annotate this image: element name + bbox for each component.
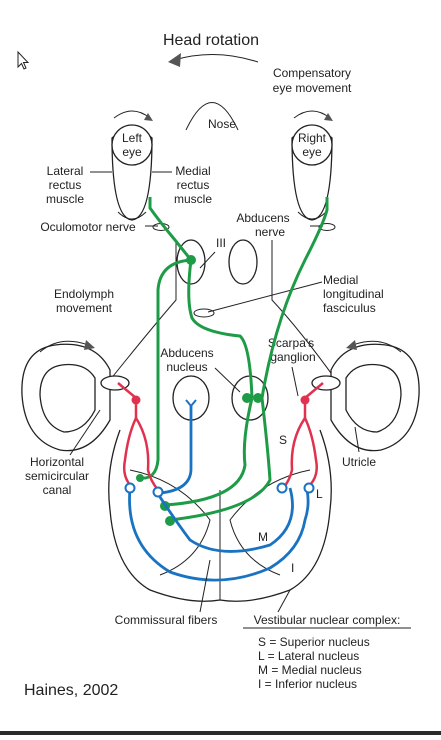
right-labyrinth-arrowhead-icon bbox=[346, 340, 357, 350]
vestibular-neuron-3 bbox=[136, 474, 144, 482]
right-scarpa-ganglion-cell bbox=[300, 395, 310, 405]
mlf-label-3: fasciculus bbox=[323, 301, 376, 315]
commissural-label: Commissural fibers bbox=[115, 613, 218, 627]
medial-vestibular-cell-left-b bbox=[152, 486, 164, 498]
legend-s: S = Superior nucleus bbox=[258, 635, 370, 649]
nose-outline bbox=[185, 102, 239, 131]
vestibular-afferents bbox=[117, 382, 324, 491]
left-eye-label-1: Left bbox=[122, 131, 143, 145]
nose-label: Nose bbox=[208, 117, 236, 131]
lateral-rectus-label-2: rectus bbox=[49, 178, 82, 192]
head-rotation-arrowhead-icon bbox=[168, 53, 181, 67]
mouse-cursor-icon bbox=[17, 50, 30, 70]
endolymph-arrowhead-icon bbox=[84, 340, 95, 350]
medial-rectus-label-1: Medial bbox=[175, 164, 210, 178]
oculomotor-motoneuron bbox=[186, 255, 196, 265]
medial-vestibular-cell-right-b bbox=[303, 482, 315, 494]
oculomotor-pathway bbox=[139, 197, 329, 522]
compensatory-label-2: eye movement bbox=[273, 81, 352, 95]
utricle-label: Utricle bbox=[342, 455, 376, 469]
medial-rectus-label-3: muscle bbox=[174, 192, 212, 206]
medial-vestibular-cell-right-a bbox=[276, 482, 288, 494]
left-eye-rotation-arrowhead-icon bbox=[144, 113, 153, 121]
abducens-nerve-label-1: Abducens bbox=[236, 211, 289, 225]
abducens-interneuron bbox=[242, 393, 252, 403]
abducens-nucleus-label-2: nucleus bbox=[166, 360, 207, 374]
head-rotation-arrow bbox=[168, 53, 259, 67]
left-labyrinth bbox=[21, 340, 130, 452]
right-labyrinth bbox=[311, 340, 420, 452]
left-eye bbox=[111, 110, 153, 221]
compensatory-label-1: Compensatory bbox=[273, 66, 351, 80]
scarpa-label-2: ganglion bbox=[270, 350, 315, 364]
legend-m: M = Medial nucleus bbox=[258, 663, 362, 677]
horizontal-canal-label-1: Horizontal bbox=[30, 455, 84, 469]
right-eye-label-2: eye bbox=[302, 145, 322, 159]
abducens-terminal-icon bbox=[185, 399, 197, 408]
left-eye-label-2: eye bbox=[122, 145, 142, 159]
nucleus-s-label: S bbox=[279, 433, 287, 447]
mlf-label-1: Medial bbox=[323, 273, 358, 287]
abducens-nucleus-label-1: Abducens bbox=[160, 346, 213, 360]
cn3-label: III bbox=[216, 236, 226, 250]
head-rotation-label: Head rotation bbox=[163, 32, 259, 49]
bottom-bar bbox=[0, 704, 441, 735]
scarpa-label-1: Scarpa's bbox=[268, 336, 314, 350]
medial-vestibular-cell-left-a bbox=[124, 482, 136, 494]
nucleus-l-label: L bbox=[316, 487, 323, 501]
abducens-motoneuron bbox=[253, 393, 263, 403]
lateral-rectus-label-3: muscle bbox=[46, 192, 84, 206]
nucleus-m-label: M bbox=[258, 530, 268, 544]
vnc-title: Vestibular nuclear complex: bbox=[254, 613, 401, 627]
horizontal-canal-label-2: semicircular bbox=[25, 469, 89, 483]
endolymph-label-2: movement bbox=[56, 301, 113, 315]
horizontal-canal-label-3: canal bbox=[43, 483, 72, 497]
right-eye bbox=[291, 110, 333, 221]
oculomotor-nucleus-right bbox=[228, 239, 258, 285]
right-eye-rotation-arrowhead-icon bbox=[324, 113, 333, 121]
endolymph-label-1: Endolymph bbox=[54, 287, 114, 301]
vestibular-neuron-2 bbox=[165, 516, 175, 526]
right-eye-label-1: Right bbox=[298, 131, 327, 145]
credit-label: Haines, 2002 bbox=[24, 682, 118, 699]
left-scarpa-ganglion-cell bbox=[131, 395, 141, 405]
bottom-divider bbox=[0, 731, 441, 735]
mlf-label-2: longitudinal bbox=[323, 287, 384, 301]
commissural-pathway bbox=[128, 406, 310, 582]
medial-rectus-label-2: rectus bbox=[177, 178, 210, 192]
legend-i: I = Inferior nucleus bbox=[258, 677, 357, 691]
nucleus-i-label: I bbox=[291, 561, 294, 575]
lateral-rectus-label-1: Lateral bbox=[47, 164, 84, 178]
brainstem-outline bbox=[108, 429, 332, 602]
legend-l: L = Lateral nucleus bbox=[258, 649, 359, 663]
oculomotor-nerve-label: Oculomotor nerve bbox=[40, 220, 136, 234]
abducens-nerve-label-2: nerve bbox=[255, 225, 285, 239]
